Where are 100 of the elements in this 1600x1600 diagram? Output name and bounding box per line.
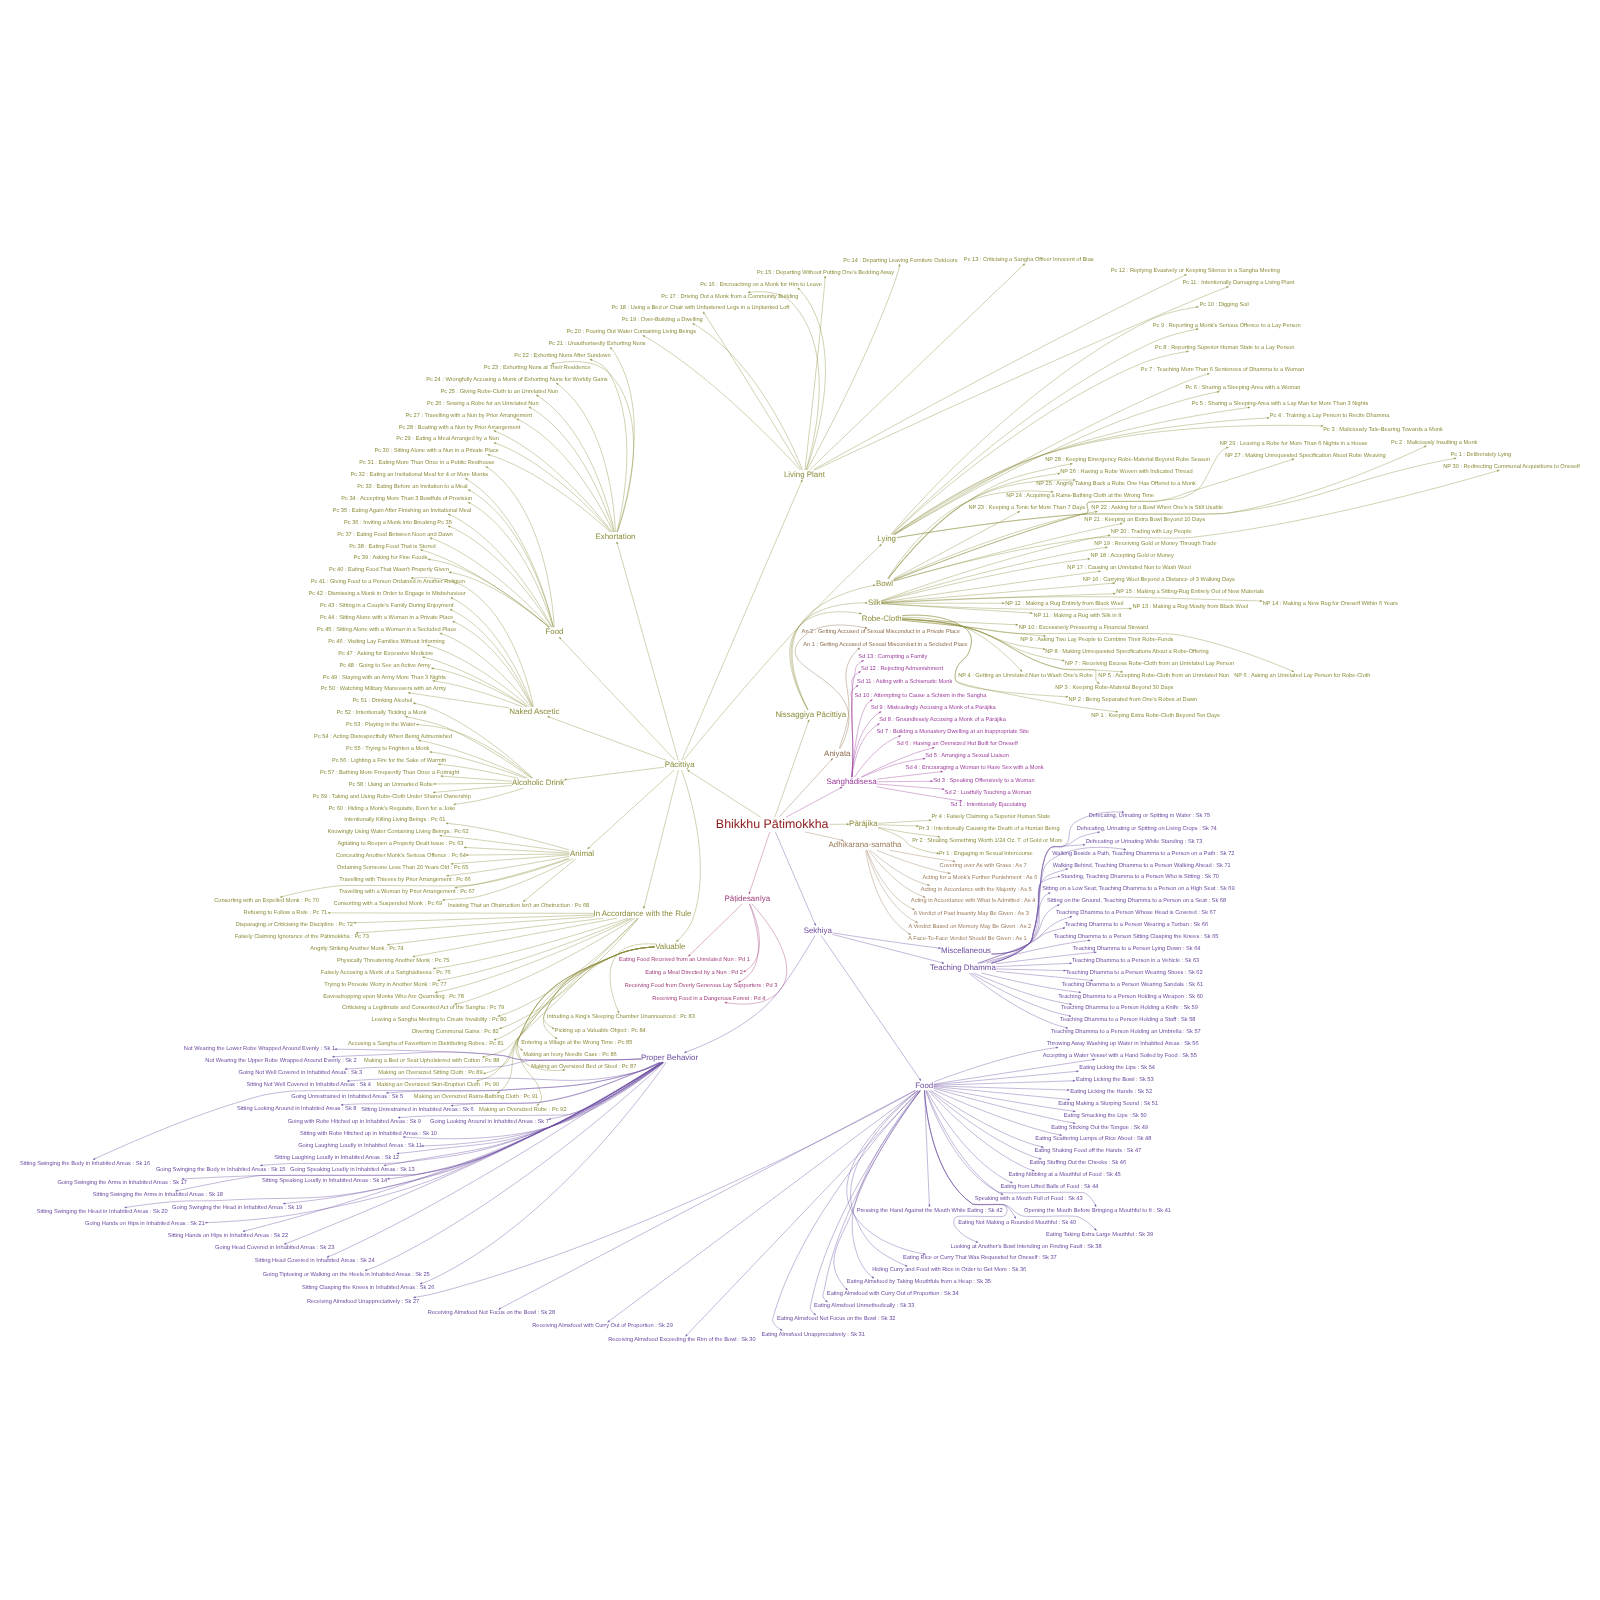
arrow xyxy=(692,323,803,471)
arrow xyxy=(92,1062,661,1160)
arrow xyxy=(439,632,531,707)
arrow xyxy=(995,971,1094,982)
arrow xyxy=(427,644,530,707)
arrow xyxy=(933,1079,1076,1086)
arrow xyxy=(437,918,632,982)
arrow xyxy=(283,1062,663,1245)
arrow xyxy=(432,680,523,707)
arrow xyxy=(929,1090,1042,1160)
arrow xyxy=(498,1090,916,1310)
arrow xyxy=(442,858,573,901)
arrow xyxy=(642,335,801,471)
arrow xyxy=(463,846,570,854)
arrow xyxy=(616,541,679,761)
arrow xyxy=(933,1070,1079,1085)
arrow xyxy=(877,827,940,855)
arrow xyxy=(429,751,526,779)
arrow xyxy=(814,286,1229,471)
arrow xyxy=(901,619,1019,626)
arrow xyxy=(901,614,1069,698)
arrow xyxy=(747,291,820,471)
arrow xyxy=(564,766,665,781)
arrow xyxy=(418,739,528,779)
arrow xyxy=(881,558,1091,602)
arrow xyxy=(925,1090,1004,1195)
arrow xyxy=(926,1090,1013,1184)
arrow xyxy=(933,1086,1070,1101)
arrow xyxy=(429,537,551,628)
arrow xyxy=(995,962,1072,967)
arrow xyxy=(687,769,761,818)
arrow xyxy=(933,1087,1076,1113)
arrow xyxy=(551,361,634,533)
arrow xyxy=(977,916,1073,964)
arrow xyxy=(928,1090,1035,1172)
arrow xyxy=(555,383,616,533)
arrow xyxy=(779,758,833,818)
arrow xyxy=(833,1090,921,1291)
arrow xyxy=(973,972,1072,1005)
arrow xyxy=(901,618,1046,650)
arrow xyxy=(901,618,1123,673)
arrow xyxy=(402,1062,664,1139)
arrow xyxy=(681,479,803,761)
arrow xyxy=(877,827,941,838)
arrow xyxy=(413,1090,916,1299)
arrow xyxy=(683,544,882,761)
arrow xyxy=(453,787,525,806)
arrow xyxy=(995,968,1066,972)
arrow xyxy=(792,584,876,711)
arrow xyxy=(829,823,850,826)
arrow xyxy=(688,903,743,957)
arrow xyxy=(797,287,826,471)
arrow xyxy=(995,951,1097,964)
arrow xyxy=(893,446,1229,581)
arrow xyxy=(901,614,1119,713)
arrow xyxy=(440,775,513,782)
arrow xyxy=(676,769,701,942)
arrow xyxy=(851,660,864,778)
arrow xyxy=(559,637,676,761)
arrow xyxy=(805,831,844,841)
arrow xyxy=(465,853,570,856)
arrow xyxy=(454,858,570,889)
arrow xyxy=(772,1090,920,1331)
arrow xyxy=(412,918,617,958)
arrow xyxy=(881,592,1116,604)
arrow xyxy=(703,311,802,470)
arrow xyxy=(868,849,926,898)
arrow xyxy=(860,747,935,778)
arrow xyxy=(435,918,633,993)
arrow xyxy=(870,850,930,886)
arrow xyxy=(438,763,519,779)
arrow xyxy=(386,918,604,946)
arrow xyxy=(933,1058,1095,1085)
arrow xyxy=(865,850,911,935)
arrow xyxy=(528,406,615,533)
arrow xyxy=(806,263,901,471)
arrow xyxy=(448,571,550,628)
arrow xyxy=(433,918,629,970)
arrow xyxy=(876,850,951,874)
arrow xyxy=(893,522,1123,582)
arrow xyxy=(876,783,945,790)
arrow xyxy=(422,656,528,707)
arrow xyxy=(970,972,1072,1017)
arrow xyxy=(405,716,532,779)
arrow xyxy=(364,1062,665,1271)
arrow xyxy=(924,1090,1016,1219)
arrow xyxy=(587,769,675,850)
arrow xyxy=(896,445,1427,538)
arrow xyxy=(419,1062,667,1285)
arrow xyxy=(516,418,614,533)
arrow xyxy=(901,618,1100,684)
arrow xyxy=(353,914,595,924)
arrow xyxy=(327,911,595,914)
arrow xyxy=(968,972,1069,1029)
arrow xyxy=(887,490,1054,580)
arrow xyxy=(685,1090,920,1337)
arrow xyxy=(407,692,510,709)
arrow xyxy=(445,822,570,851)
arrow xyxy=(846,1090,926,1255)
arrow xyxy=(866,850,915,910)
